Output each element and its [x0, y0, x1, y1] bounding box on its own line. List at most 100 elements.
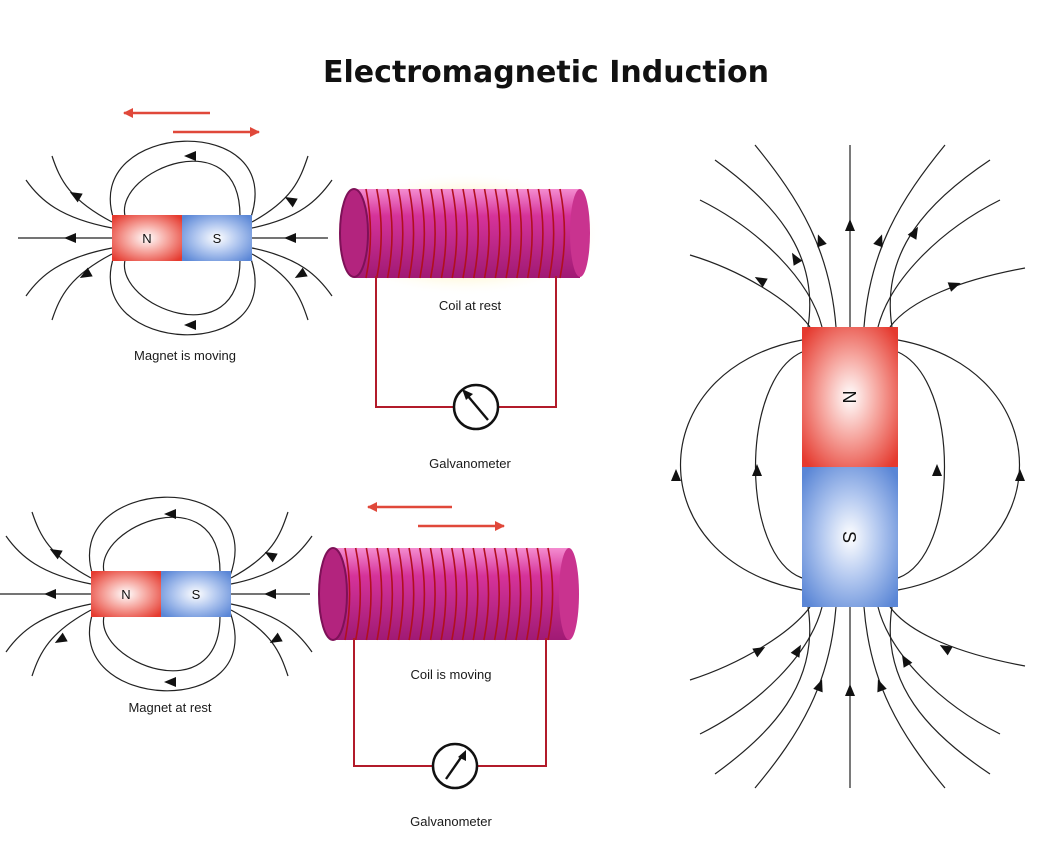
coil-turn	[483, 188, 490, 279]
south-label: S	[213, 231, 222, 246]
coil-turn	[429, 547, 436, 641]
coil-turn	[440, 188, 447, 279]
field-arrowhead	[294, 267, 308, 278]
coil-turn	[516, 188, 523, 279]
meter-caption: Galvanometer	[429, 456, 511, 471]
coil-windings	[365, 188, 566, 279]
field-arrowhead	[752, 647, 766, 658]
magnet-south-pole	[182, 215, 252, 261]
field-arrowhead	[284, 233, 296, 243]
field-arrowhead	[184, 151, 196, 161]
field-arrowhead	[845, 219, 855, 231]
diagram-title: Electromagnetic Induction	[323, 55, 769, 90]
south-label: S	[839, 531, 859, 543]
field-arrowhead	[845, 684, 855, 696]
field-arrowhead	[907, 226, 918, 240]
field-arrowhead	[792, 252, 803, 266]
coil-turn	[365, 188, 372, 279]
panel-magnet-moving: N S Magnet is moving Coil at rest Galvan…	[18, 107, 605, 471]
coil-turn	[559, 188, 566, 279]
large-bar-magnet: N S	[680, 144, 1026, 789]
coil-turn	[419, 547, 426, 641]
field-arrowhead	[939, 645, 953, 656]
coil-turn	[462, 188, 469, 279]
field-arrowhead	[671, 469, 681, 481]
field-arrowhead	[264, 552, 278, 563]
coil-turn	[451, 188, 458, 279]
magnet-south-pole	[161, 571, 231, 617]
field-arrowhead	[813, 679, 823, 693]
coil-turn	[493, 547, 500, 641]
field-arrowhead	[873, 234, 883, 248]
galvanometer-needle-tip	[458, 750, 466, 761]
coil-turn	[451, 547, 458, 641]
coil-turn	[504, 547, 511, 641]
coil-far-end	[570, 189, 590, 277]
field-arrowhead	[877, 679, 887, 693]
field-arrowhead	[264, 589, 276, 599]
north-label: N	[142, 231, 151, 246]
field-arrowhead	[69, 192, 83, 203]
field-arrowhead	[64, 233, 76, 243]
field-arrowhead	[184, 320, 196, 330]
field-lines	[680, 144, 1026, 789]
south-label: S	[192, 587, 201, 602]
coil-turn	[365, 547, 372, 641]
coil-turn	[375, 188, 383, 279]
coil-turn	[397, 547, 404, 641]
field-arrowhead	[54, 632, 68, 643]
field-arrowhead	[49, 549, 63, 560]
coil-turn	[525, 547, 532, 641]
coil-turn	[376, 547, 383, 641]
magnet-north-pole	[91, 571, 161, 617]
coil-caption: Coil at rest	[439, 298, 502, 313]
field-arrowhead	[164, 677, 176, 687]
coil-turn	[537, 188, 544, 279]
coil-turn	[419, 188, 426, 279]
field-arrowhead	[44, 589, 56, 599]
coil-end-face	[318, 547, 348, 641]
magnet-north-pole	[112, 215, 182, 261]
circuit-wire	[353, 638, 547, 767]
magnet-field-lines	[18, 140, 333, 336]
coil-turn	[472, 547, 479, 641]
coil-turn	[505, 188, 512, 279]
field-arrowhead	[79, 267, 93, 278]
coil-turn	[408, 547, 415, 641]
coil-turn	[440, 547, 447, 641]
coil-turn	[548, 188, 555, 279]
galvanometer-needle-tip	[462, 389, 473, 400]
coil-turn	[483, 547, 490, 641]
coil-end-face	[339, 188, 369, 278]
coil-turn	[397, 188, 404, 279]
field-arrowhead	[790, 644, 801, 658]
magnet-caption: Magnet at rest	[128, 700, 211, 715]
coil-turn	[344, 547, 351, 641]
galvanometer-needle	[445, 755, 463, 780]
coil-caption: Coil is moving	[411, 667, 492, 682]
coil-turn	[386, 547, 394, 641]
field-direction-arrows	[44, 151, 1025, 696]
coil-turn	[526, 188, 533, 279]
coil-turn	[429, 188, 436, 279]
magnet-caption: Magnet is moving	[134, 348, 236, 363]
coil-turn	[408, 188, 415, 279]
field-arrowhead	[284, 197, 298, 208]
field-arrowhead	[269, 632, 283, 643]
meter-caption: Galvanometer	[410, 814, 492, 829]
field-arrowhead	[754, 277, 768, 288]
coil-turn	[515, 547, 522, 641]
field-arrowhead	[817, 234, 827, 248]
circuit-wire	[375, 276, 557, 408]
magnet-south-pole	[802, 467, 898, 607]
field-arrowhead	[164, 509, 176, 519]
field-arrowhead	[947, 282, 961, 292]
field-arrowhead	[1015, 469, 1025, 481]
galvanometer-needle	[466, 394, 489, 421]
coil-windings	[344, 547, 554, 641]
coil-turn	[494, 188, 501, 279]
magnet-north-pole	[802, 327, 898, 467]
field-arrowhead	[932, 464, 942, 476]
